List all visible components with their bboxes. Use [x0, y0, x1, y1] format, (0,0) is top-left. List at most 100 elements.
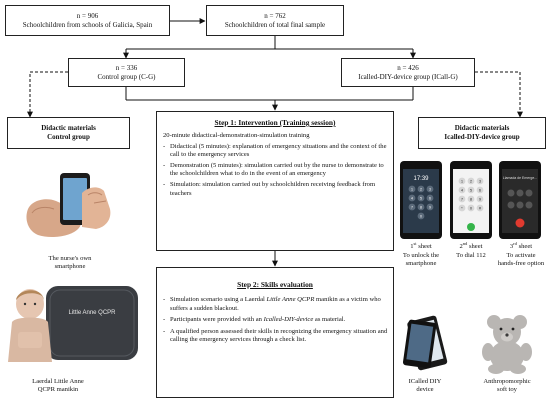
sheet3-caption: 3rd sheet To activate hands-free option: [493, 240, 549, 268]
didactic-icall-line2: Icalled-DIY-device group: [444, 133, 520, 141]
smartphone-caption-line1: The nurse's own: [48, 255, 92, 262]
keypad-key-label: 9: [429, 205, 431, 209]
keypad-key: [417, 185, 425, 193]
manikin-caption-line1: Laerdal Little Anne: [32, 378, 84, 385]
galicia-box: n = 906 Schoolchildren from schools of G…: [5, 5, 170, 36]
soft-toy-image: [482, 315, 532, 374]
step1-body: 20-minute didactical-demonstration-simul…: [163, 132, 389, 198]
keypad-key-label: 1: [411, 187, 413, 191]
keypad-key: [417, 203, 425, 211]
keypad-key: [476, 195, 484, 203]
keypad-key-label: *: [461, 206, 463, 210]
keypad-key-label: 3: [479, 179, 481, 183]
keypad-key-label: 8: [420, 205, 422, 209]
step1-item: Didactical (5 minutes): explanation of e…: [163, 143, 389, 160]
icall-group-box: n = 426 Icalled-DIY-device group (ICall-…: [341, 58, 475, 87]
sheet3-phone-image: Llamada de Emerge...: [499, 161, 541, 239]
didactic-icall-line1: Didactic materials: [454, 124, 510, 132]
keypad-key-label: 5: [470, 188, 472, 192]
keypad-key: [408, 185, 416, 193]
final-sample-box: n = 762 Schoolchildren of total final sa…: [206, 5, 344, 36]
keypad-key-label: 2: [470, 179, 472, 183]
keypad-key: [458, 177, 466, 185]
keypad-key-label: 2: [420, 187, 422, 191]
sheet1-caption: 1st sheet To unlock the smartphone: [396, 240, 446, 268]
keypad-key: [458, 195, 466, 203]
final-desc: Schoolchildren of total final sample: [224, 20, 326, 29]
sheet3-caption-line2: To activate: [506, 251, 536, 259]
step2-item-text: manikin as a victim who suffers a sudden…: [170, 296, 381, 312]
keypad-key: [408, 203, 416, 211]
manikin-image: Little Anne QCPR: [8, 286, 138, 362]
keypad-key: [467, 177, 475, 185]
keypad-key-label: 5: [420, 196, 422, 200]
sheet2-caption-line2: To dial 112: [456, 251, 486, 259]
sheet2-caption: 2nd sheet To dial 112: [446, 240, 496, 260]
icall-desc: Icalled-DIY-device group (ICall-G): [358, 72, 458, 81]
step2-item-text: Simulation scenario using a Laerdal: [170, 296, 267, 303]
keypad-key: [458, 204, 466, 212]
step2-item-text: Participants were provided with an: [170, 316, 264, 324]
sheet3-caption-line3: hands-free option: [497, 260, 545, 267]
device-caption-line2: device: [416, 386, 434, 394]
toy-caption: Anthropomorphic soft toy: [464, 378, 550, 395]
step2-item: A qualified person assessed their skills…: [163, 328, 389, 345]
keypad-key: [467, 195, 475, 203]
step1-item: Simulation: simulation carried out by sc…: [163, 181, 389, 198]
manikin-caption: Laerdal Little Anne QCPR manikin: [8, 378, 108, 395]
step2-item: Simulation scenario using a Laerdal Litt…: [163, 296, 389, 313]
control-count: n = 336: [115, 63, 138, 72]
icall-count: n = 426: [397, 63, 419, 72]
step1-intro: 20-minute didactical-demonstration-simul…: [163, 132, 310, 139]
sheet3-caption-line1: 3rd sheet: [509, 241, 533, 251]
keypad-key: [426, 194, 434, 202]
toy-caption-line2: soft toy: [497, 386, 517, 394]
step2-item-emphasis: Little Anne QCPR: [266, 296, 315, 303]
step2-item-text: A qualified person assessed their skills…: [170, 327, 388, 344]
keypad-key-label: 9: [479, 197, 481, 201]
step2-box: Step 2: Skills evaluation Simulation sce…: [156, 267, 394, 398]
smartphone-caption-line2: smartphone: [54, 263, 86, 271]
keypad-key: [476, 186, 484, 194]
smartphone-caption: The nurse's own smartphone: [20, 255, 120, 272]
step1-list: Didactical (5 minutes): explanation of e…: [163, 143, 389, 199]
keypad-key: [426, 185, 434, 193]
device-caption-line1: ICalled DIY: [408, 378, 442, 385]
step1-title: Step 1: Intervention (Training session): [214, 118, 336, 127]
keypad-key-label: 7: [411, 205, 413, 209]
end-call-icon: [515, 218, 525, 228]
step2-item: Participants were provided with an Icall…: [163, 316, 389, 325]
control-group-box: n = 336 Control group (C-G): [68, 58, 185, 87]
didactic-control-line2: Control group: [47, 133, 90, 141]
keypad-key: [417, 194, 425, 202]
keypad-key: [426, 203, 434, 211]
call-button-icon: [467, 223, 475, 231]
sheet2-caption-line1: 2nd sheet: [459, 241, 483, 251]
didactic-control-box: Didactic materials Control group: [7, 117, 130, 149]
smartphone-in-hand-image: [26, 173, 111, 237]
step1-item: Demonstration (5 minutes): simulation ca…: [163, 162, 389, 179]
manikin-bag-label: Little Anne QCPR: [68, 310, 116, 316]
dashed-to-didactic-icall: [475, 71, 523, 118]
step2-title: Step 2: Skills evaluation: [237, 280, 313, 289]
didactic-control-line1: Didactic materials: [41, 124, 96, 132]
keypad-key-label: 6: [429, 196, 431, 200]
keypad-key-label: 8: [470, 197, 472, 201]
icalled-device-image: [402, 315, 448, 371]
keypad-key-label: 4: [461, 188, 463, 192]
keypad-key: [408, 194, 416, 202]
sheet1-time: 17:39: [413, 176, 429, 182]
step2-list: Simulation scenario using a Laerdal Litt…: [163, 296, 389, 345]
sheet1-caption-line3: smartphone: [405, 260, 437, 267]
sheet3-call-label: Llamada de Emerge...: [503, 176, 537, 180]
keypad-key-label: 4: [411, 196, 413, 200]
sheet1-caption-line1: 1st sheet: [410, 241, 432, 251]
device-caption: ICalled DIY device: [394, 378, 456, 395]
keypad-key-label: 0: [470, 206, 472, 210]
keypad-key-label: 0: [420, 214, 422, 218]
